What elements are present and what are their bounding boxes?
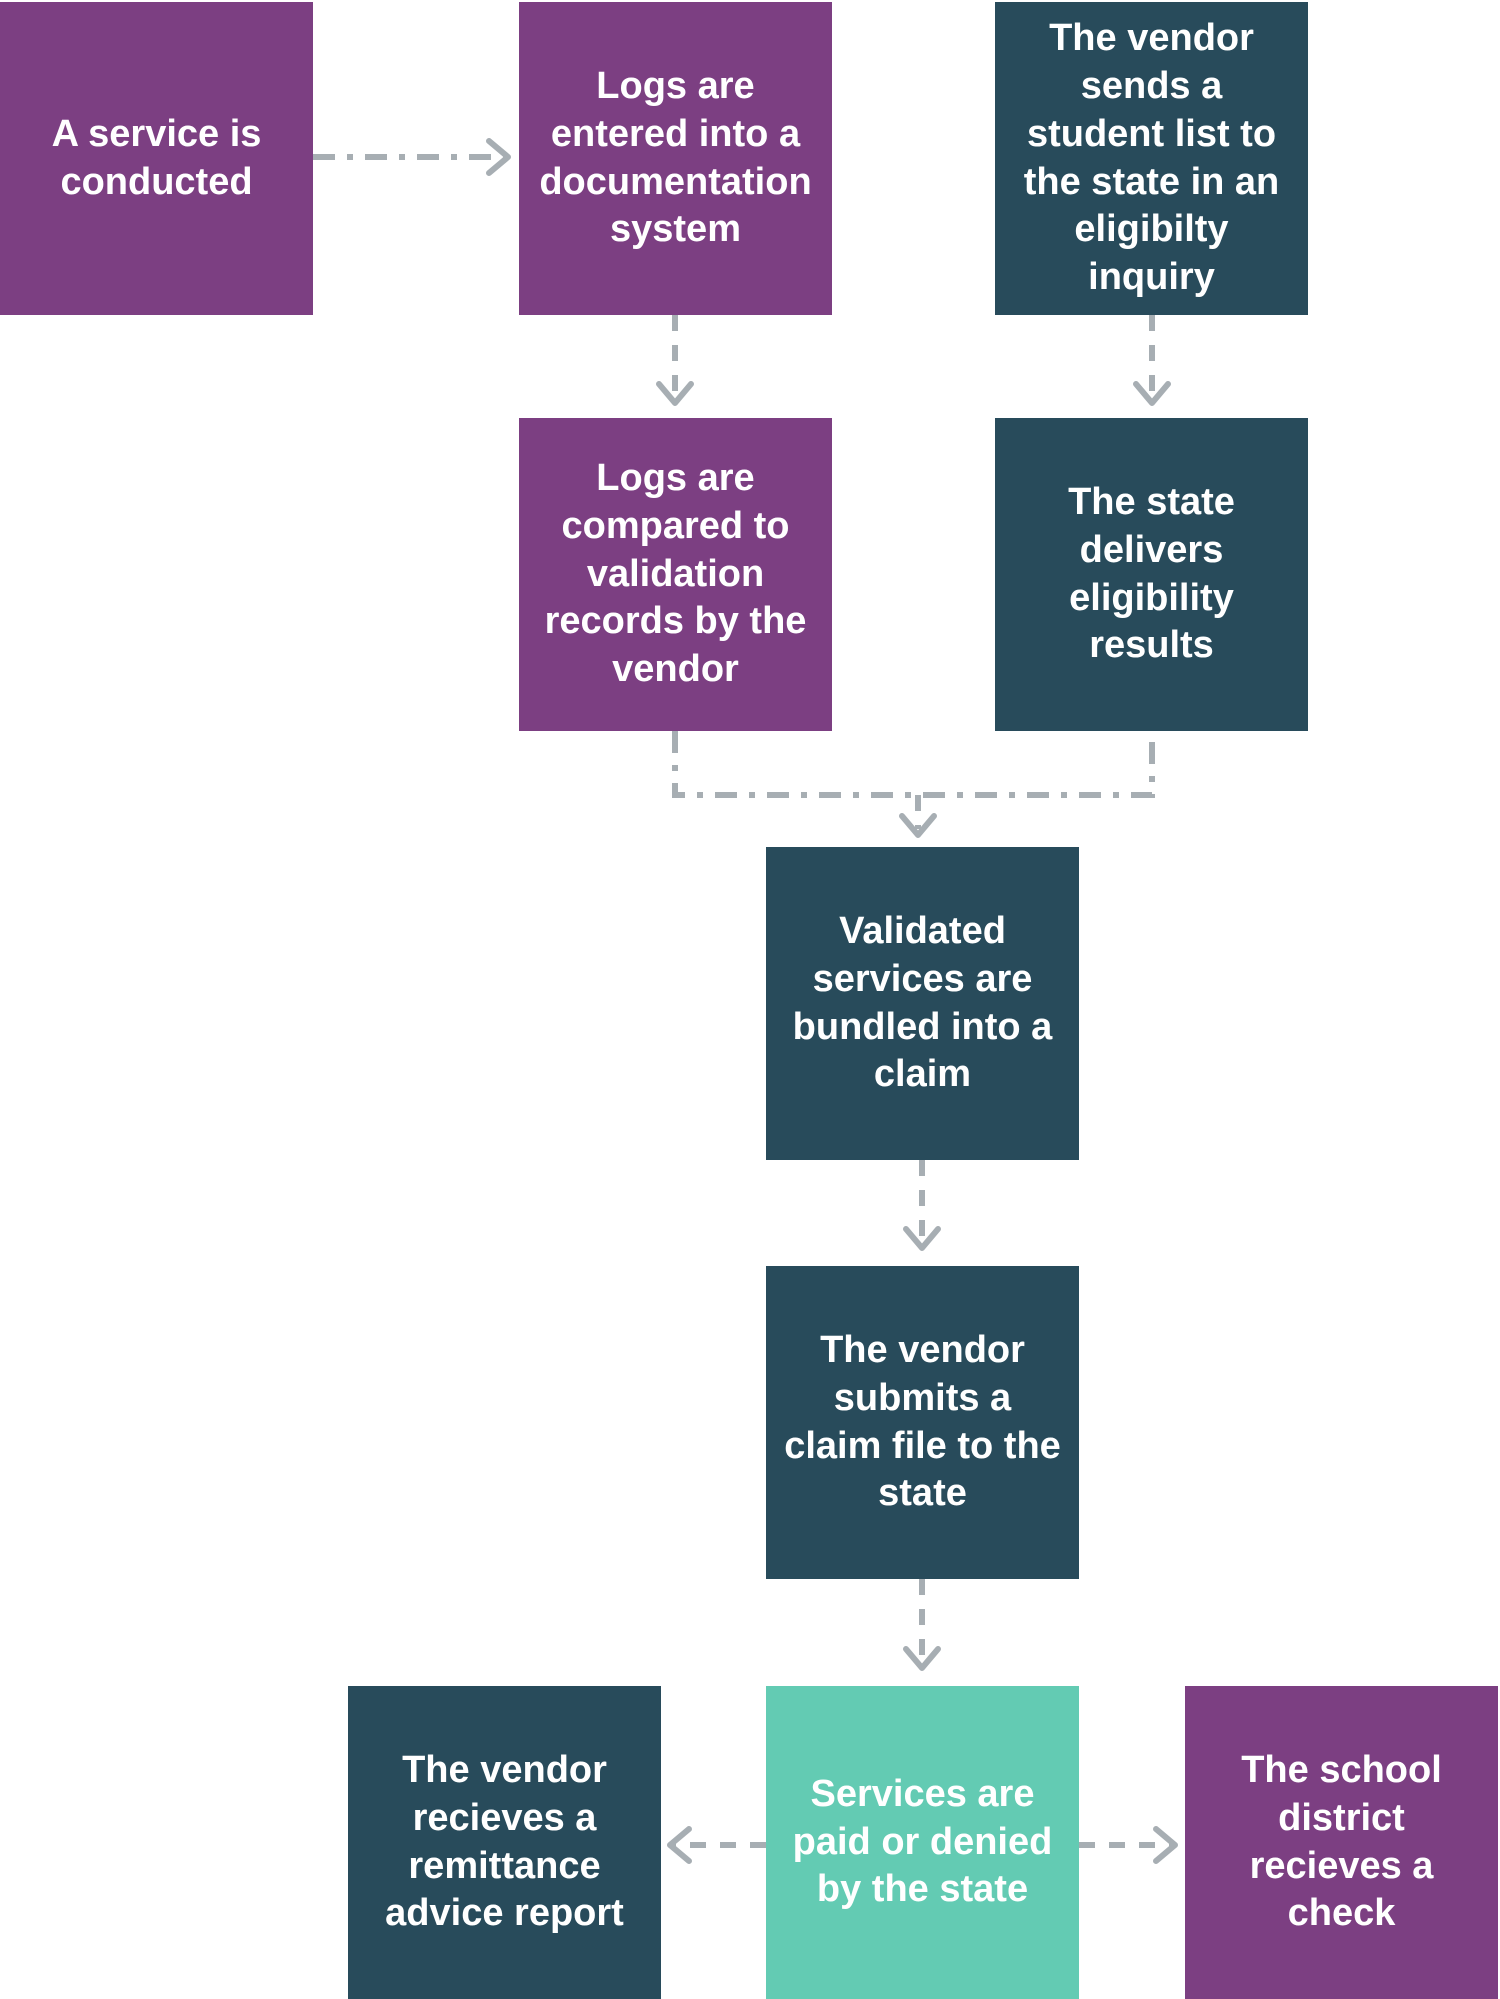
connector-claim-to-submit xyxy=(903,1160,941,1251)
connector-submit-to-payment xyxy=(903,1579,941,1671)
node-logs-entered-text: Logs are entered into a documentation sy… xyxy=(539,64,812,251)
node-vendor-submits: The vendor submits a claim file to the s… xyxy=(766,1266,1079,1579)
node-logs-compared: Logs are compared to validation records … xyxy=(519,418,832,731)
node-paid-or-denied-text: Services are paid or denied by the state xyxy=(792,1772,1053,1911)
node-logs-entered: Logs are entered into a documentation sy… xyxy=(519,2,832,315)
connector-service-to-logs xyxy=(313,138,511,176)
connector-merge-to-claim xyxy=(672,731,1155,838)
connector-logs-to-compare xyxy=(656,315,694,406)
node-validated-bundled: Validated services are bundled into a cl… xyxy=(766,847,1079,1160)
node-service-conducted-text: A service is conducted xyxy=(51,112,262,203)
node-logs-compared-text: Logs are compared to validation records … xyxy=(544,456,807,691)
connector-payment-to-report xyxy=(667,1826,766,1864)
node-district-receives-check-text: The school district recieves a check xyxy=(1241,1748,1442,1935)
node-state-delivers-text: The state delivers eligibility results xyxy=(1068,480,1235,667)
node-paid-or-denied: Services are paid or denied by the state xyxy=(766,1686,1079,1999)
connector-list-to-results xyxy=(1133,315,1171,406)
node-vendor-receives-report: The vendor recieves a remittance advice … xyxy=(348,1686,661,1999)
node-vendor-sends-list: The vendor sends a student list to the s… xyxy=(995,2,1308,315)
node-vendor-submits-text: The vendor submits a claim file to the s… xyxy=(784,1328,1061,1515)
node-service-conducted: A service is conducted xyxy=(0,2,313,315)
node-state-delivers: The state delivers eligibility results xyxy=(995,418,1308,731)
node-vendor-sends-list-text: The vendor sends a student list to the s… xyxy=(1023,16,1280,299)
node-validated-bundled-text: Validated services are bundled into a cl… xyxy=(792,909,1053,1096)
node-vendor-receives-report-text: The vendor recieves a remittance advice … xyxy=(385,1748,624,1935)
connector-payment-to-check xyxy=(1079,1826,1178,1864)
node-district-receives-check: The school district recieves a check xyxy=(1185,1686,1498,1999)
